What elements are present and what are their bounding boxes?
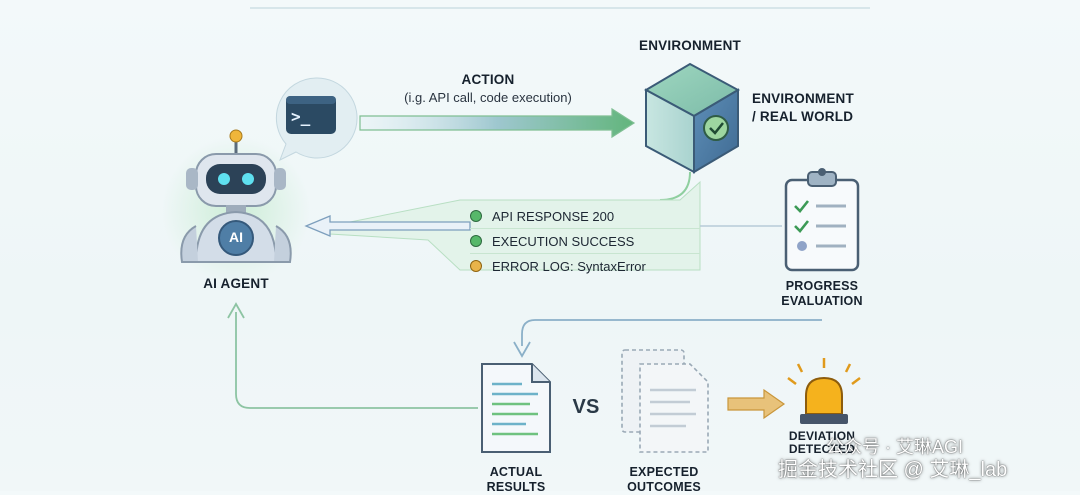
progress-down-line — [521, 319, 822, 346]
status-dot-icon — [470, 235, 482, 247]
check-circle-icon — [703, 115, 729, 141]
actual-results-line2: RESULTS — [486, 480, 546, 494]
clipboard-icon — [784, 168, 860, 272]
status-item: ERROR LOG: SyntaxError — [470, 254, 700, 278]
robot-icon — [180, 129, 292, 263]
return-arrowhead — [227, 302, 245, 319]
return-line — [235, 312, 478, 409]
expected-outcomes-document-icon — [621, 349, 709, 453]
deviation-label: DEVIATION DETECTED — [772, 430, 872, 456]
progress-label-line2: EVALUATION — [781, 294, 863, 308]
watermark-line2: 掘金技术社区 @ 艾琳_lab — [778, 459, 1008, 481]
environment-cube-icon — [643, 62, 741, 174]
environment-title: ENVIRONMENT — [639, 38, 741, 53]
status-text: API RESPONSE 200 — [492, 208, 615, 224]
feedback-status-list: API RESPONSE 200 EXECUTION SUCCESS ERROR… — [470, 204, 700, 278]
deviation-line2: DETECTED — [788, 442, 856, 456]
status-text: EXECUTION SUCCESS — [492, 233, 635, 249]
terminal-bubble — [275, 77, 358, 162]
deviation-arrow — [727, 388, 786, 420]
expected-outcomes-line2: OUTCOMES — [627, 480, 701, 494]
expected-outcomes-line1: EXPECTED — [629, 465, 699, 479]
progress-down-arrowhead — [513, 341, 531, 358]
action-label: ACTION — [461, 72, 515, 87]
status-dot-icon — [470, 260, 482, 272]
environment-subtitle: ENVIRONMENT / REAL WORLD — [752, 90, 854, 126]
alert-beacon-icon — [787, 358, 861, 424]
environment-subtitle-line1: ENVIRONMENT — [752, 91, 854, 106]
feedback-arrow — [304, 215, 471, 237]
progress-label-line1: PROGRESS — [785, 279, 859, 293]
actual-results-document-icon — [481, 363, 551, 453]
action-detail: (i.g. API call, code execution) — [404, 90, 572, 105]
status-item: API RESPONSE 200 — [470, 204, 700, 229]
action-arrow — [359, 107, 636, 139]
deviation-line1: DEVIATION — [788, 429, 856, 443]
status-item: EXECUTION SUCCESS — [470, 229, 700, 254]
status-dot-icon — [470, 210, 482, 222]
environment-subtitle-line2: / REAL WORLD — [752, 109, 854, 124]
watermark-line1: 公众号 · 艾琳AGI — [826, 437, 964, 457]
terminal-icon — [286, 96, 336, 134]
agent-label: AI AGENT — [203, 276, 269, 291]
status-text: ERROR LOG: SyntaxError — [492, 258, 646, 274]
actual-results-line1: ACTUAL — [489, 465, 543, 479]
terminal-prompt: >_ — [291, 107, 311, 126]
vs-label: VS — [572, 396, 600, 418]
progress-label: PROGRESS EVALUATION — [762, 279, 882, 309]
agent-badge: AI — [229, 229, 243, 245]
